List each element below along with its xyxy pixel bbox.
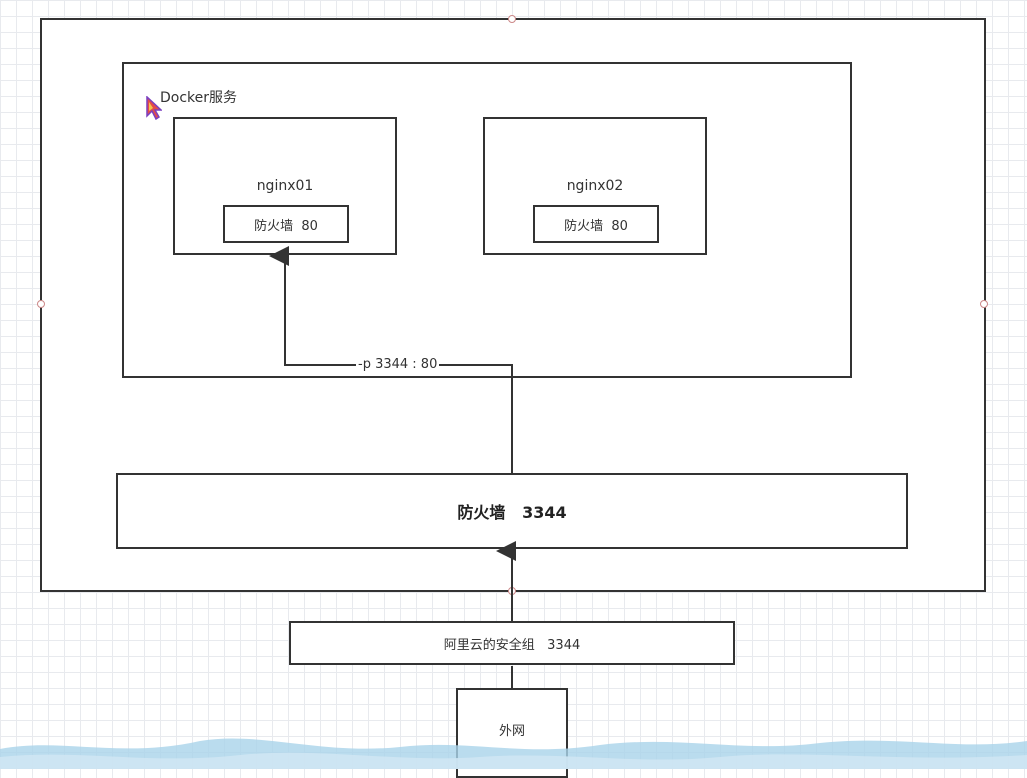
cursor-icon — [146, 96, 162, 120]
security-group-box[interactable]: 阿里云的安全组 3344 — [289, 621, 735, 665]
decorative-wave — [0, 738, 1027, 769]
container-name: nginx01 — [256, 178, 314, 194]
resize-handle-right[interactable] — [980, 300, 988, 308]
docker-service-label: Docker服务 — [160, 90, 238, 106]
container-firewall-box[interactable]: 防火墙 80 — [533, 205, 659, 243]
resize-handle-top[interactable] — [508, 15, 516, 23]
internet-label: 外网 — [498, 724, 525, 739]
host-firewall-box[interactable]: 防火墙 3344 — [116, 473, 908, 549]
container-firewall-label: 防火墙 80 — [254, 218, 318, 234]
host-firewall-label: 防火墙 3344 — [457, 503, 567, 522]
resize-handle-bottom[interactable] — [508, 587, 516, 595]
container-firewall-box[interactable]: 防火墙 80 — [223, 205, 349, 243]
resize-handle-left[interactable] — [37, 300, 45, 308]
container-name: nginx02 — [566, 178, 624, 194]
port-mapping-label: -p 3344 : 80 — [356, 357, 440, 372]
container-firewall-label: 防火墙 80 — [564, 218, 628, 234]
security-group-label: 阿里云的安全组 3344 — [443, 637, 581, 653]
